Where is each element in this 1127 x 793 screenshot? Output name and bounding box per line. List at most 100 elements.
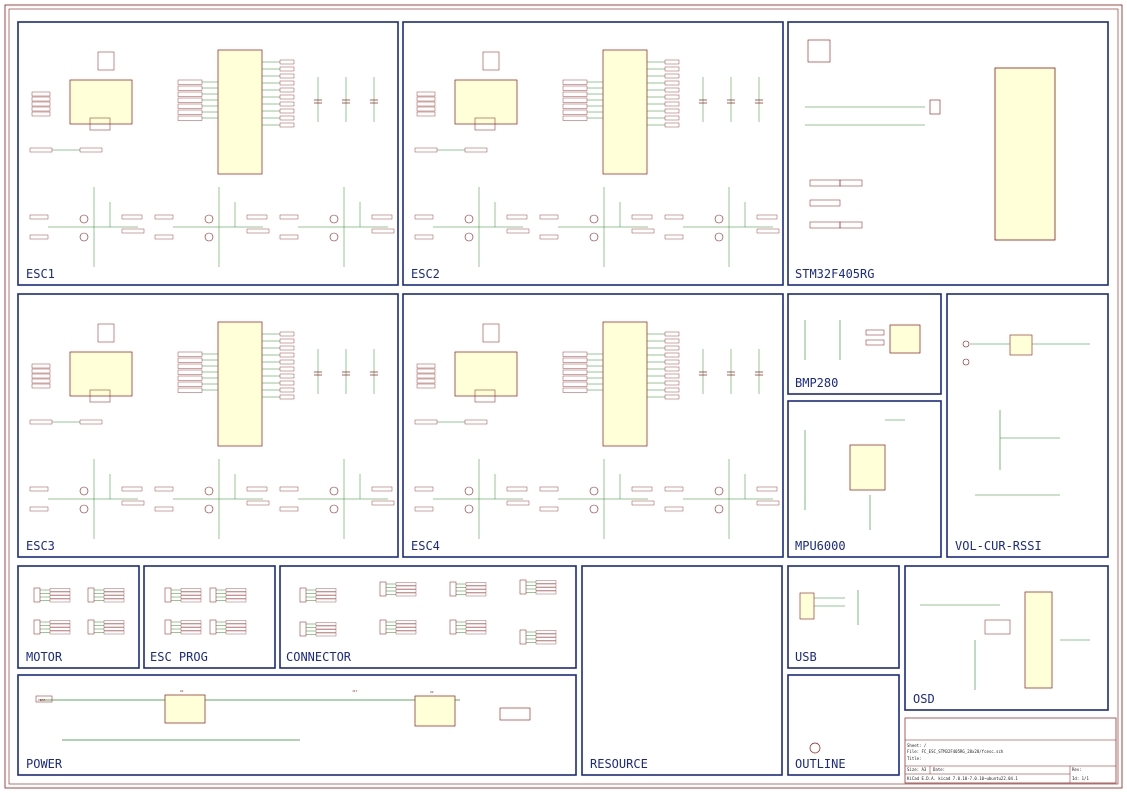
pin-header bbox=[519, 579, 527, 595]
buck-regulator-u1[interactable] bbox=[164, 694, 206, 724]
block-motor-frame[interactable] bbox=[17, 565, 140, 669]
esc-header bbox=[482, 51, 500, 71]
net-label bbox=[416, 101, 436, 107]
net-label bbox=[664, 338, 680, 344]
block-label-vcr: VOL-CUR-RSSI bbox=[955, 539, 1042, 553]
block-bmp280-frame[interactable] bbox=[787, 293, 942, 395]
net-label bbox=[562, 363, 588, 369]
net-label bbox=[664, 66, 680, 72]
net-label bbox=[177, 109, 203, 115]
power-header-j17[interactable] bbox=[499, 707, 531, 721]
block-power-frame[interactable] bbox=[17, 674, 577, 776]
net-label bbox=[225, 591, 247, 596]
esc-controller-ic[interactable] bbox=[217, 49, 263, 175]
esc4-schematic bbox=[414, 321, 780, 539]
esc-controller-ic[interactable] bbox=[602, 49, 648, 175]
usb-connector[interactable] bbox=[799, 592, 815, 620]
block-resource-frame[interactable] bbox=[581, 565, 783, 776]
gate-driver-ic[interactable] bbox=[454, 351, 518, 397]
block-mpu6000-frame[interactable] bbox=[787, 400, 942, 558]
pin-header bbox=[299, 587, 307, 603]
net-label bbox=[664, 331, 680, 337]
net-label bbox=[756, 500, 780, 506]
net-label bbox=[246, 228, 270, 234]
block-osd-frame[interactable] bbox=[904, 565, 1109, 711]
net-label bbox=[49, 623, 71, 628]
bmp280-ic[interactable] bbox=[889, 324, 921, 354]
mosfet bbox=[329, 486, 339, 496]
esc-controller-ic[interactable] bbox=[217, 321, 263, 447]
mpu6000-ic[interactable] bbox=[849, 444, 886, 491]
net-label bbox=[416, 383, 436, 389]
block-outline-frame[interactable] bbox=[787, 674, 900, 776]
block-esc1-frame[interactable] bbox=[17, 21, 399, 286]
net-label bbox=[29, 486, 49, 492]
title-block-size: Size: A3 bbox=[907, 767, 927, 772]
net-label bbox=[395, 623, 417, 628]
net-label bbox=[535, 583, 557, 588]
gate-driver-ic[interactable] bbox=[454, 79, 518, 125]
net-label bbox=[539, 214, 559, 220]
block-escprog-frame[interactable] bbox=[143, 565, 276, 669]
osd-at7456-ic[interactable] bbox=[1024, 591, 1053, 689]
net-label bbox=[395, 589, 417, 593]
net-label bbox=[416, 111, 436, 117]
block-stm32-frame[interactable] bbox=[787, 21, 1109, 286]
net-label bbox=[562, 375, 588, 381]
net-label bbox=[562, 79, 588, 85]
stm32-header-connector[interactable] bbox=[807, 39, 831, 63]
mosfet bbox=[204, 504, 214, 514]
net-label bbox=[562, 369, 588, 375]
net-label bbox=[177, 91, 203, 97]
u2-ref-text: U2 bbox=[430, 690, 434, 694]
net-label bbox=[31, 368, 51, 374]
block-usb-frame[interactable] bbox=[787, 565, 900, 669]
block-connector-frame[interactable] bbox=[279, 565, 577, 669]
vbat2-test-point[interactable] bbox=[962, 358, 970, 366]
net-label bbox=[465, 582, 487, 586]
net-label bbox=[279, 366, 295, 372]
net-label bbox=[664, 94, 680, 100]
vbat-test-point[interactable] bbox=[962, 340, 970, 348]
block-esc2-frame[interactable] bbox=[402, 21, 784, 286]
net-label bbox=[31, 91, 51, 97]
mosfet bbox=[204, 214, 214, 224]
block-esc3-frame[interactable] bbox=[17, 293, 399, 558]
net-label bbox=[416, 106, 436, 112]
pin-header bbox=[449, 581, 457, 597]
net-label bbox=[279, 101, 295, 107]
stm32-crystal[interactable] bbox=[929, 99, 941, 115]
title-block-date: Date: bbox=[933, 767, 945, 772]
net-label bbox=[177, 357, 203, 363]
stm32-mcu-ic[interactable] bbox=[994, 67, 1056, 241]
net-label bbox=[562, 85, 588, 91]
block-vcr-frame[interactable] bbox=[946, 293, 1109, 558]
net-label bbox=[664, 59, 680, 65]
vcr-opamp-ic[interactable] bbox=[1009, 334, 1033, 356]
net-label bbox=[664, 101, 680, 107]
net-label bbox=[371, 228, 395, 234]
net-label bbox=[414, 234, 434, 240]
net-label bbox=[414, 506, 434, 512]
mosfet bbox=[204, 486, 214, 496]
net-label bbox=[414, 419, 438, 425]
pin-header bbox=[164, 587, 172, 603]
outline-mounting-hole bbox=[809, 742, 821, 754]
gate-driver-ic[interactable] bbox=[69, 351, 133, 397]
net-label bbox=[180, 588, 202, 592]
esc-controller-ic[interactable] bbox=[602, 321, 648, 447]
net-label bbox=[29, 147, 53, 153]
net-label bbox=[79, 419, 103, 425]
block-esc4-frame[interactable] bbox=[402, 293, 784, 558]
net-label bbox=[756, 486, 778, 492]
net-label bbox=[416, 368, 436, 374]
net-label bbox=[279, 331, 295, 337]
gate-driver-ic[interactable] bbox=[69, 79, 133, 125]
title-block-kicad: KiCad E.D.A. kicad 7.0.10-7.0.10~ubuntu2… bbox=[907, 776, 1018, 781]
vbat-power-label bbox=[35, 695, 53, 703]
ldo-regulator-u2[interactable] bbox=[414, 695, 456, 727]
net-label bbox=[664, 234, 684, 240]
vbat-label-text: VBAT bbox=[38, 698, 45, 702]
net-label bbox=[371, 214, 393, 220]
net-label bbox=[535, 637, 557, 641]
